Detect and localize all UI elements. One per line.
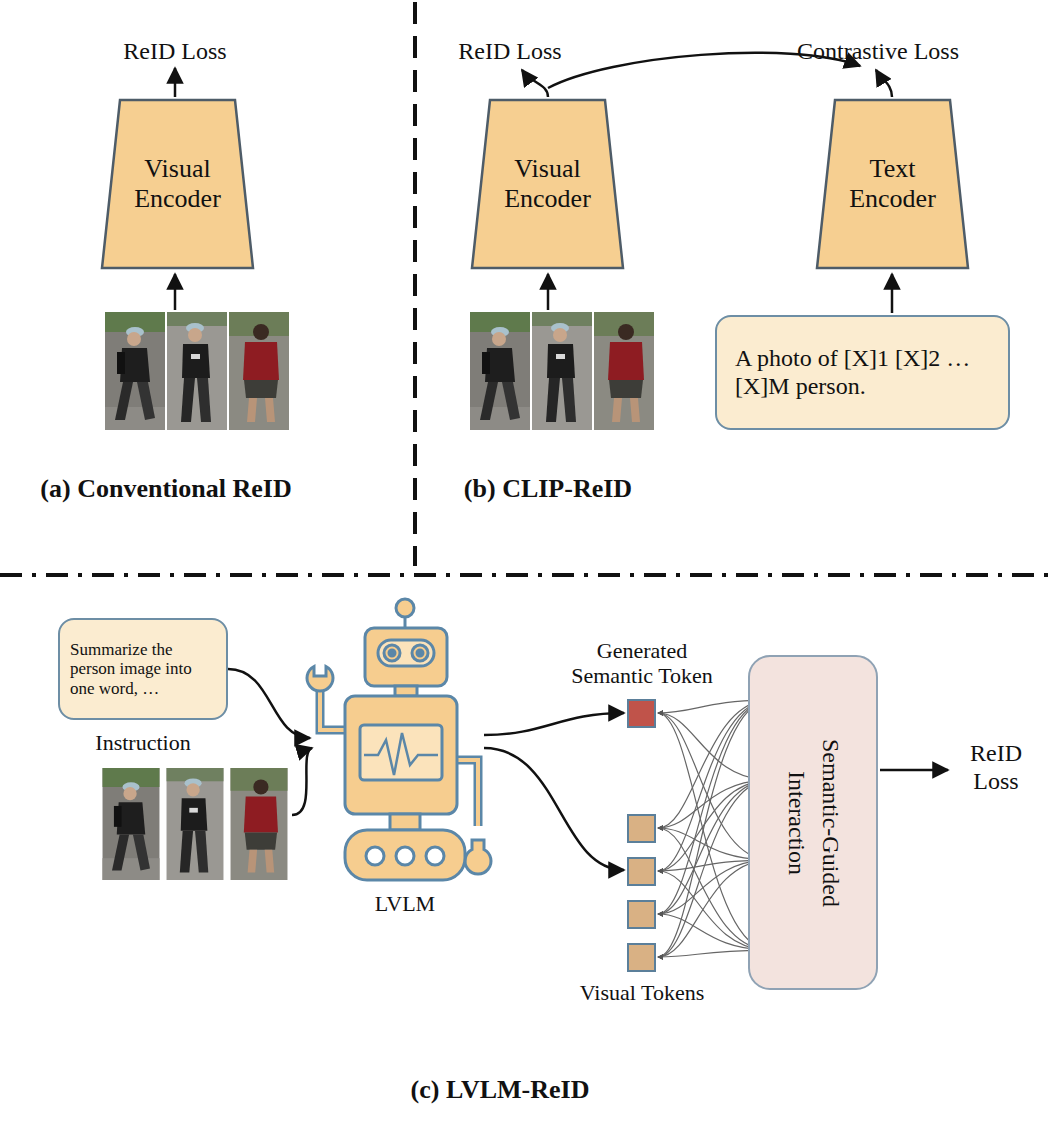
flow-arrow bbox=[174, 68, 177, 97]
trapezoid-shape bbox=[817, 100, 968, 268]
person-images bbox=[167, 312, 227, 430]
separator-line bbox=[0, 573, 1052, 577]
node-body: LVLM bbox=[375, 891, 435, 916]
person-images bbox=[103, 768, 160, 880]
encoder-block: Visual Encoder bbox=[470, 98, 625, 270]
flow-arrow bbox=[292, 748, 312, 815]
flow-arrow bbox=[876, 70, 892, 97]
robot-icon bbox=[389, 650, 395, 656]
flow-arrow bbox=[484, 713, 624, 735]
token-squares bbox=[628, 700, 655, 971]
node-body: A photo of [X]1 [X]2 … [X]M person. bbox=[735, 345, 990, 400]
flow-arrow bbox=[228, 669, 310, 738]
robot-icon bbox=[307, 667, 333, 692]
node-body: Visual Encoder bbox=[490, 154, 605, 214]
robot-icon bbox=[384, 645, 400, 661]
person-images bbox=[229, 312, 289, 430]
panel-caption: (b) CLIP-ReID bbox=[418, 474, 678, 504]
flow-arrow bbox=[547, 274, 550, 310]
robot-icon bbox=[457, 760, 478, 826]
robot-icon bbox=[378, 640, 434, 666]
flow-arrow bbox=[891, 274, 894, 313]
token-label: Generated Semantic Token bbox=[562, 638, 722, 689]
robot-icon bbox=[360, 725, 442, 780]
loss-label: ReID Loss bbox=[960, 740, 1032, 795]
separator-line bbox=[413, 2, 417, 566]
loss-label: ReID Loss bbox=[430, 38, 590, 66]
robot-icon bbox=[396, 847, 414, 865]
robot-icon bbox=[345, 696, 457, 814]
robot-icon bbox=[426, 847, 444, 865]
robot-icon bbox=[457, 760, 478, 826]
robot-icon bbox=[390, 814, 420, 830]
flow-arrow bbox=[522, 70, 548, 97]
token-label: Visual Tokens bbox=[552, 980, 732, 1005]
node-text: Visual Encoder bbox=[490, 154, 605, 214]
loss-label: ReID Loss bbox=[95, 38, 255, 66]
node-body: Visual Encoder bbox=[120, 154, 235, 214]
robot-icon bbox=[396, 599, 414, 617]
token-squares bbox=[628, 700, 655, 727]
person-images bbox=[594, 312, 654, 430]
node-text: LVLM bbox=[375, 891, 435, 916]
trapezoid-shape bbox=[472, 100, 623, 268]
person-images bbox=[105, 312, 165, 430]
node-text: Summarize the person image into one word… bbox=[70, 640, 216, 699]
flow-arrow bbox=[174, 274, 177, 310]
prompt-box: A photo of [X]1 [X]2 … [X]M person. bbox=[715, 315, 1010, 430]
person-images bbox=[470, 312, 530, 430]
encoder-block: Visual Encoder bbox=[100, 98, 255, 270]
separator-line bbox=[0, 2, 1052, 575]
node-text: Visual Encoder bbox=[120, 154, 235, 214]
panel-caption: (a) Conventional ReID bbox=[16, 474, 316, 504]
lvlm-model: LVLM bbox=[310, 598, 500, 916]
person-images bbox=[167, 768, 224, 880]
person-images bbox=[231, 768, 288, 880]
input-label: Instruction bbox=[63, 730, 223, 755]
node-body: Semantic-Guided Interaction bbox=[750, 657, 876, 988]
flow-arrow bbox=[880, 769, 948, 772]
robot-icon bbox=[366, 847, 384, 865]
robot-icon bbox=[364, 733, 438, 775]
interaction-band: Semantic-Guided Interaction bbox=[748, 655, 878, 990]
token-squares bbox=[628, 901, 655, 928]
robot-icon bbox=[320, 691, 345, 730]
robot-icon bbox=[320, 691, 345, 730]
robot-icon bbox=[412, 645, 428, 661]
robot-icon bbox=[365, 628, 447, 686]
robot-icon bbox=[465, 840, 491, 874]
token-squares bbox=[628, 815, 655, 842]
node-text: Semantic-Guided Interaction bbox=[779, 713, 846, 933]
instruction-box: Summarize the person image into one word… bbox=[58, 618, 228, 720]
panel-caption: (c) LVLM-ReID bbox=[350, 1075, 650, 1105]
node-body: Text Encoder bbox=[835, 154, 950, 214]
token-squares bbox=[628, 858, 655, 885]
trapezoid-shape bbox=[102, 100, 253, 268]
person-images bbox=[103, 312, 654, 880]
robot-icon bbox=[404, 617, 407, 628]
person-images bbox=[532, 312, 592, 430]
node-body: Summarize the person image into one word… bbox=[70, 640, 216, 699]
robot-icon bbox=[307, 599, 491, 880]
encoder-block: Text Encoder bbox=[815, 98, 970, 270]
flow-arrow bbox=[484, 748, 624, 870]
robot-icon bbox=[345, 830, 465, 880]
node-text: Text Encoder bbox=[835, 154, 950, 214]
node-text: A photo of [X]1 [X]2 … [X]M person. bbox=[735, 345, 990, 400]
loss-label: Contrastive Loss bbox=[758, 38, 998, 66]
robot-icon bbox=[417, 650, 423, 656]
token-squares bbox=[628, 944, 655, 971]
